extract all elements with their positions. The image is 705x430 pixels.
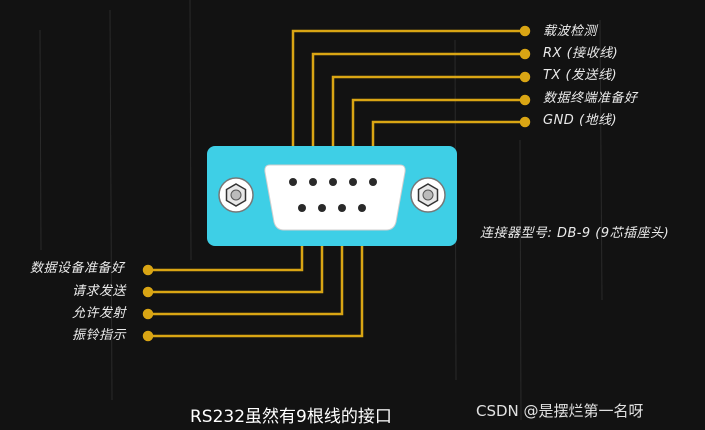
- terminal-dot: [519, 116, 531, 128]
- pin-label-rts: 请求发送: [72, 284, 127, 299]
- pin-label-carrier-detect: 载波检测: [543, 24, 598, 39]
- terminal-dot: [142, 264, 154, 276]
- pin-label-rx: RX (接收线): [543, 46, 619, 61]
- pin-label-gnd: GND (地线): [543, 113, 618, 128]
- screw-right: [410, 177, 446, 213]
- pin: [318, 204, 326, 212]
- pin-label-ri: 振铃指示: [72, 328, 127, 343]
- pins: [289, 178, 377, 212]
- wire-top: [311, 52, 525, 182]
- pin: [369, 178, 377, 186]
- watermark: CSDN @是摆烂第一名呀: [476, 402, 644, 420]
- pin: [298, 204, 306, 212]
- terminal-dot: [142, 286, 154, 298]
- pin: [349, 178, 357, 186]
- wire-top: [291, 29, 525, 182]
- terminal-dot: [142, 308, 154, 320]
- terminal-dot: [142, 330, 154, 342]
- pin: [338, 204, 346, 212]
- pin-label-tx: TX (发送线): [543, 68, 618, 83]
- caption: RS232虽然有9根线的接口: [190, 407, 392, 427]
- connector-type-label: 连接器型号: DB-9 (9芯插座头): [480, 226, 670, 241]
- pin-label-cts: 允许发射: [72, 306, 127, 321]
- pin-label-dsr: 数据设备准备好: [30, 261, 125, 276]
- pin: [329, 178, 337, 186]
- terminal-dot: [519, 48, 531, 60]
- pin: [358, 204, 366, 212]
- pin: [289, 178, 297, 186]
- pin-label-dtr: 数据终端准备好: [543, 91, 638, 106]
- screw-left: [218, 177, 254, 213]
- db9-connector: [207, 146, 457, 246]
- connector-face: [264, 164, 406, 231]
- wire-bottom: [148, 208, 364, 338]
- terminal-dot: [519, 71, 531, 83]
- pin: [309, 178, 317, 186]
- terminal-dot: [519, 25, 531, 37]
- terminal-dot: [519, 94, 531, 106]
